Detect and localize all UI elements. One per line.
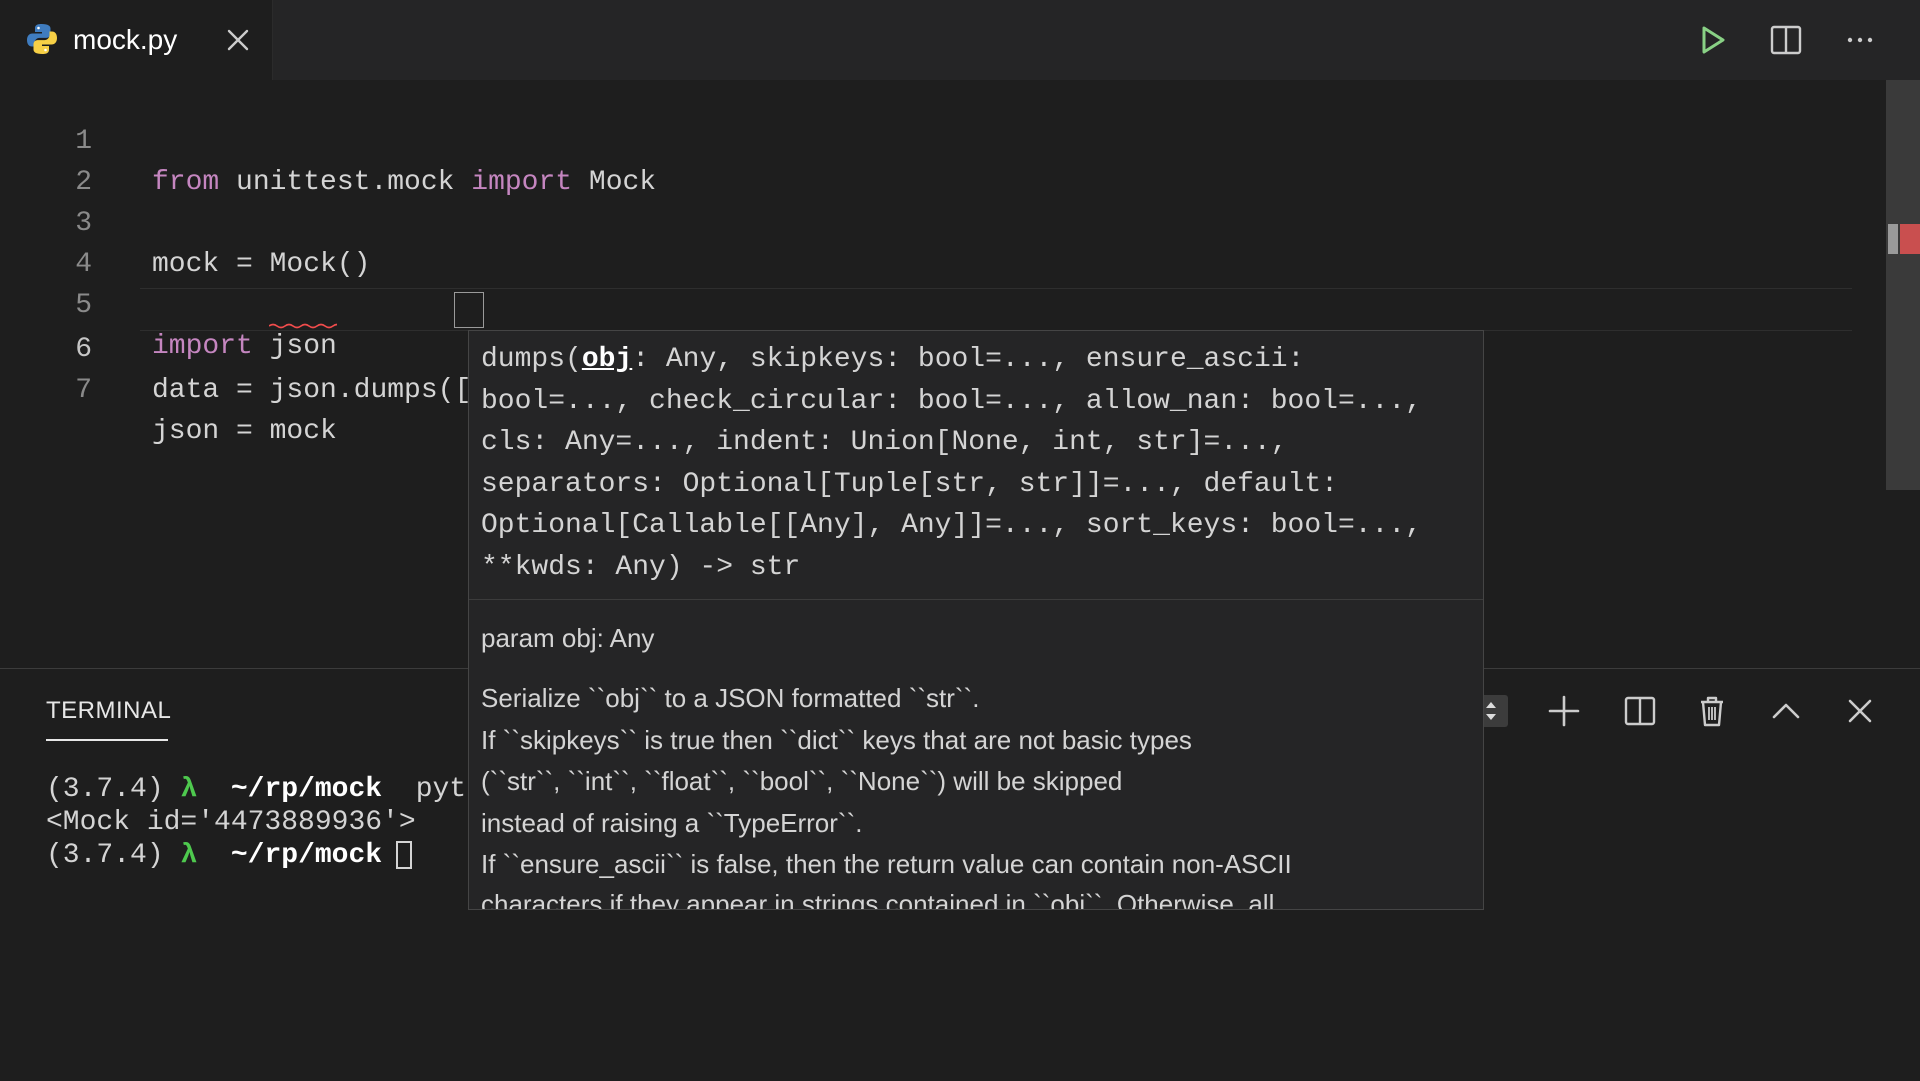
close-panel-icon[interactable] — [1840, 691, 1880, 731]
more-actions-icon[interactable] — [1840, 20, 1880, 60]
code-line[interactable]: 1 from unittest.mock import Mock — [0, 80, 1880, 198]
code-text: from unittest.mock import Mock — [152, 162, 656, 203]
keyword: import — [152, 331, 253, 362]
trash-icon[interactable] — [1692, 691, 1732, 731]
doc-line: characters if they appear in strings con… — [481, 889, 1275, 910]
signature-prefix: dumps( — [481, 344, 582, 375]
prompt-lambda: λ — [180, 840, 198, 871]
tab-mock-py[interactable]: mock.py — [0, 0, 273, 80]
line-number: 4 — [75, 249, 92, 280]
function-signature: dumps(obj: Any, skipkeys: bool=..., ensu… — [481, 339, 1471, 588]
tab-terminal[interactable]: TERMINAL — [46, 697, 172, 724]
code-line[interactable]: 4 — [0, 203, 1880, 280]
split-terminal-icon[interactable] — [1620, 691, 1660, 731]
line-number: 7 — [75, 375, 92, 406]
code-text: mock = Mock() — [152, 249, 371, 280]
code-line[interactable]: 3 mock = Mock() — [0, 162, 1880, 280]
doc-line: instead of raising a ``TypeError``. — [481, 808, 863, 838]
prompt-path: ~/rp/mock — [230, 774, 383, 805]
active-tab-underline — [46, 739, 168, 741]
keyword: import — [471, 167, 573, 198]
code-line[interactable]: 7 json = mock — [0, 329, 1880, 447]
line-number: 5 — [75, 290, 92, 321]
split-editor-icon[interactable] — [1766, 20, 1806, 60]
keyword: from — [152, 167, 220, 198]
python-env: (3.7.4) — [46, 774, 164, 805]
code-token: .dumps( — [336, 375, 455, 406]
error-squiggle — [269, 323, 337, 329]
terminal-line[interactable]: (3.7.4) λ ~/rp/mock — [46, 839, 413, 873]
code-line[interactable]: 5 import json — [0, 244, 1880, 362]
close-icon[interactable] — [222, 24, 254, 56]
line-number: 1 — [75, 126, 92, 157]
line-number: 2 — [75, 167, 92, 198]
editor-scrollbar[interactable] — [1886, 80, 1920, 490]
tab-label: mock.py — [73, 24, 178, 55]
terminal-line: <Mock id='4473889936'> — [46, 807, 416, 838]
code-line[interactable]: 2 — [0, 121, 1880, 198]
terminal-line: (3.7.4) λ ~/rp/mock pytho — [46, 773, 500, 807]
chevron-up-icon[interactable] — [1766, 691, 1806, 731]
code-token-json: json — [269, 375, 337, 406]
line-number: 3 — [75, 208, 92, 239]
doc-line: Serialize ``obj`` to a JSON formatted ``… — [481, 683, 980, 713]
code-text: data = json.dumps([]) — [152, 370, 505, 411]
scrollbar-position-marker — [1888, 224, 1898, 254]
prompt-lambda: λ — [180, 774, 198, 805]
run-icon[interactable] — [1692, 20, 1732, 60]
python-env: (3.7.4) — [46, 840, 164, 871]
doc-line: (``str``, ``int``, ``float``, ``bool``, … — [481, 766, 1123, 796]
divider — [469, 599, 1483, 600]
tab-bar: mock.py — [0, 0, 1920, 80]
param-doc: param obj: Any — [481, 623, 655, 653]
code-token: json — [252, 331, 337, 362]
code-token: data = — [152, 375, 270, 406]
python-icon — [27, 24, 57, 54]
doc-line: If ``ensure_ascii`` is false, then the r… — [481, 849, 1292, 879]
code-token: Mock — [572, 167, 657, 198]
bracket-match-box — [454, 292, 484, 328]
code-text: import json — [152, 326, 337, 367]
prompt-path: ~/rp/mock — [230, 840, 383, 871]
code-text: json = mock — [152, 416, 337, 447]
doc-line: If ``skipkeys`` is true then ``dict`` ke… — [481, 725, 1192, 755]
line-number: 6 — [75, 334, 92, 365]
scrollbar-error-marker — [1900, 224, 1920, 254]
active-parameter: obj — [581, 344, 633, 375]
terminal-cursor — [396, 840, 413, 869]
signature-rest: : Any, skipkeys: bool=..., ensure_ascii:… — [481, 344, 1439, 583]
signature-help-popup[interactable]: dumps(obj: Any, skipkeys: bool=..., ensu… — [468, 330, 1484, 910]
code-token: unittest.mock — [219, 167, 472, 198]
new-terminal-icon[interactable] — [1544, 691, 1584, 731]
